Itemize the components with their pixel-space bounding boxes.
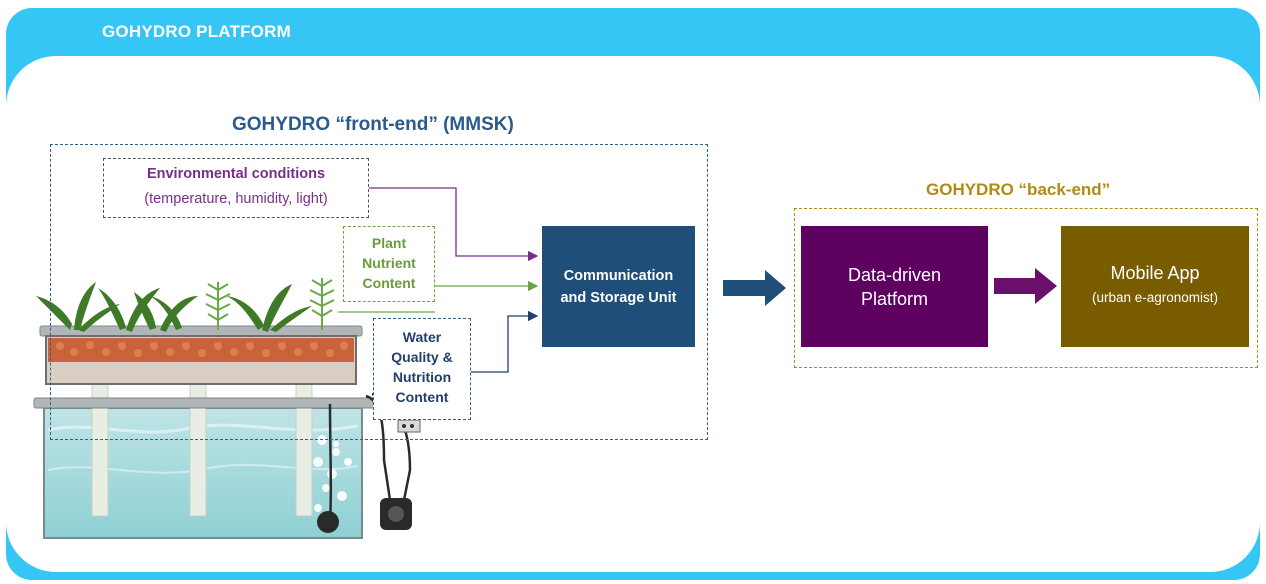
back-end-title: GOHYDRO “back-end” [926, 180, 1111, 199]
air-stone-icon [317, 511, 339, 533]
communication-unit-label: Communication and Storage Unit [560, 267, 677, 306]
mobile-app-box: Mobile App (urban e-agronomist) [1061, 226, 1249, 347]
support-columns [91, 383, 313, 517]
environmental-subtitle: (temperature, humidity, light) [144, 191, 328, 207]
front-end-title: GOHYDRO “front-end” (MMSK) [232, 114, 514, 135]
water-quality-line: Quality & [391, 349, 453, 365]
water-connector-arrow [471, 310, 539, 373]
front-to-back-arrow [723, 270, 786, 306]
data-platform-label: Data-driven Platform [847, 264, 942, 309]
plants [36, 278, 335, 332]
mobile-app-subtitle: (urban e-agronomist) [1091, 290, 1219, 305]
water-quality-line: Nutrition [392, 369, 452, 385]
plant-nutrient-box: Plant Nutrient Content [343, 226, 435, 302]
grow-bed [39, 325, 363, 385]
water-quality-line: Water [402, 329, 442, 345]
environmental-conditions-box: Environmental conditions (temperature, h… [103, 158, 369, 218]
pump-icon [380, 498, 412, 530]
clay-pebbles [56, 341, 348, 357]
data-driven-platform-box: Data-driven Platform [801, 226, 988, 347]
mobile-app-title: Mobile App [1110, 263, 1200, 283]
water-quality-box: Water Quality & Nutrition Content [373, 318, 471, 420]
front-end-boundary [50, 144, 708, 440]
sensor-icon [397, 419, 421, 433]
water-quality-line: Content [395, 389, 449, 405]
plant-nutrient-line: Nutrient [362, 255, 416, 271]
communication-storage-unit: Communication and Storage Unit [542, 226, 695, 347]
back-end-boundary [794, 208, 1258, 368]
plant-nutrient-line: Content [362, 275, 416, 291]
env-connector-arrow [369, 187, 539, 262]
air-bubbles [313, 435, 352, 512]
platform-title: GOHYDRO PLATFORM [102, 22, 291, 41]
environmental-title: Environmental conditions [146, 166, 326, 182]
platform-to-app-arrow [994, 268, 1057, 304]
plant-nutrient-line: Plant [371, 235, 407, 251]
